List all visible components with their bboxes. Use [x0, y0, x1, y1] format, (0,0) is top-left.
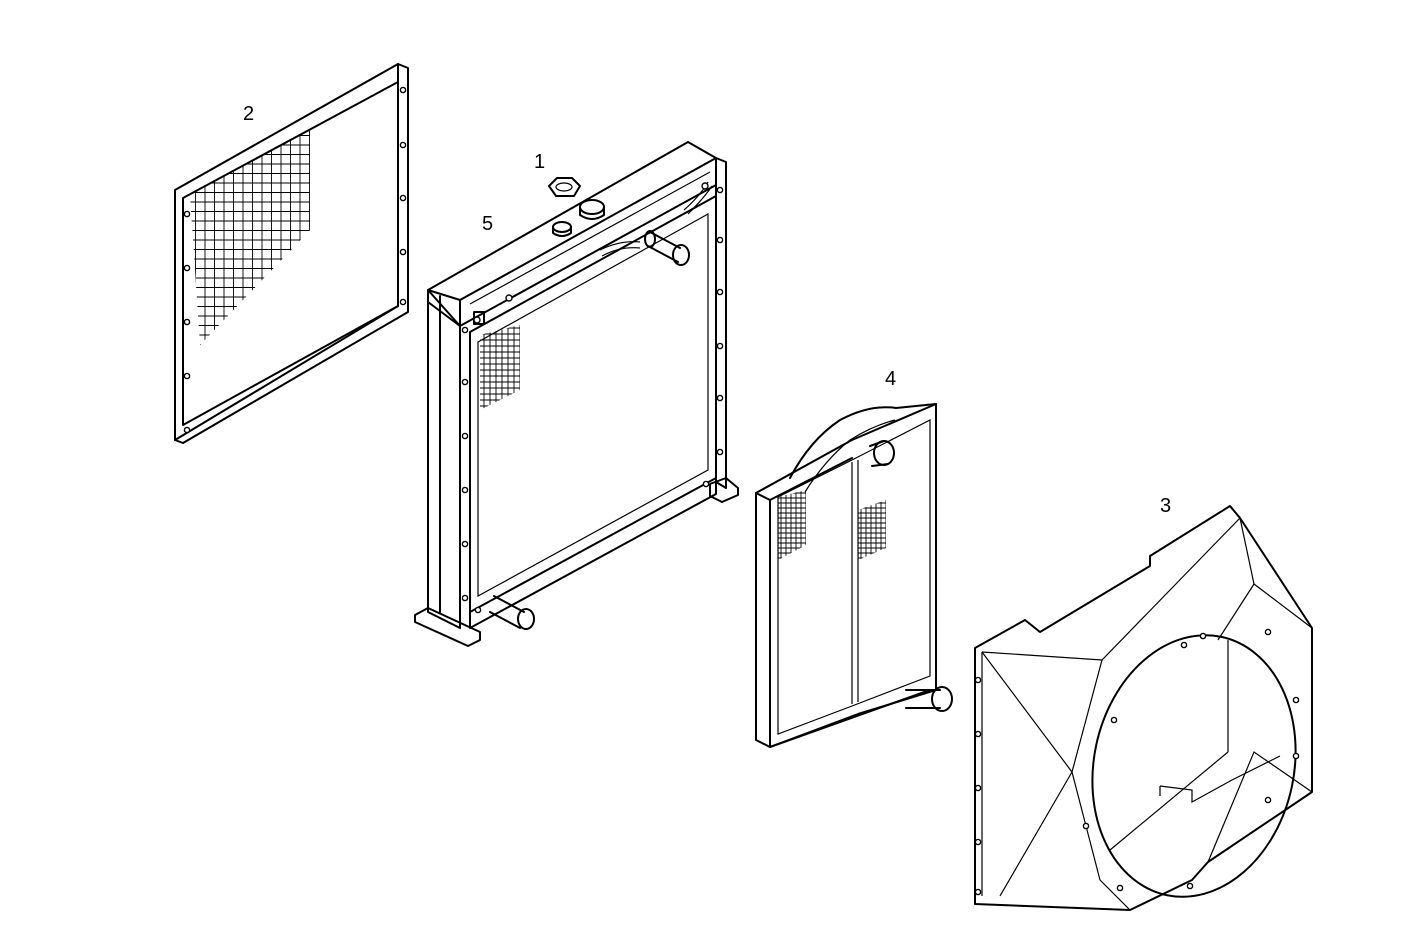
radiator-cap-part: [548, 177, 581, 197]
callout-cap: 1: [534, 151, 545, 173]
fan-shroud-part: [974, 505, 1313, 911]
mounting-holes: [974, 628, 1300, 896]
core-mesh-right: [858, 500, 886, 560]
core-mesh-left: [778, 490, 806, 560]
callout-fan-shroud: 3: [1160, 495, 1171, 517]
radiator-part: [414, 141, 739, 647]
callout-radiator: 5: [482, 213, 493, 235]
mounting-holes: [183, 86, 407, 434]
core-mesh: [480, 325, 520, 410]
mesh-grid: [190, 130, 310, 345]
callout-intercooler: 4: [885, 368, 896, 390]
callout-mesh-screen: 2: [243, 103, 254, 125]
mounting-holes: [461, 186, 724, 614]
mesh-screen-part: [174, 63, 409, 444]
intercooler-part: [755, 403, 953, 748]
